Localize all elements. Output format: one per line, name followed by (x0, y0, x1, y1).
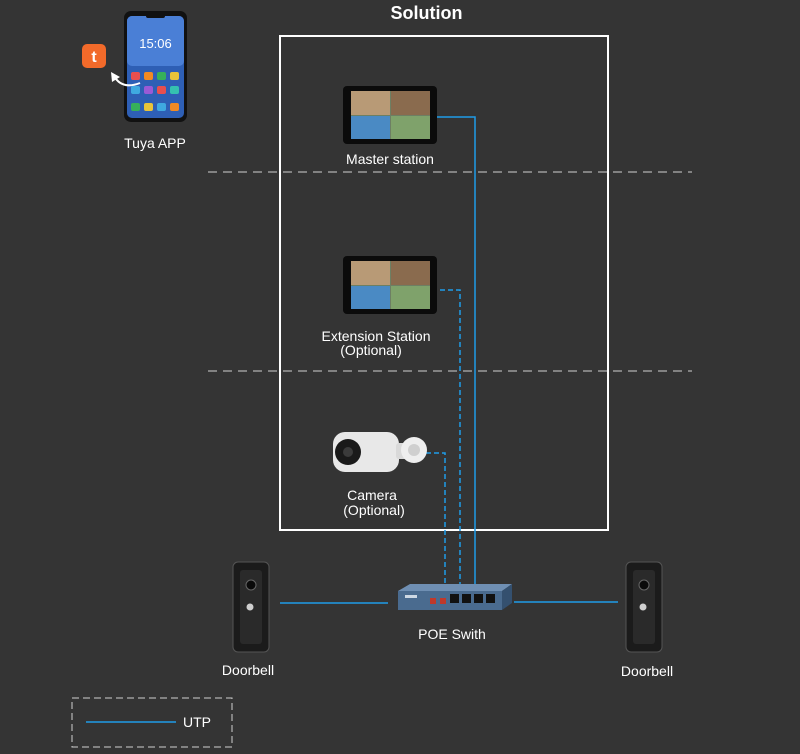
svg-text:t: t (91, 49, 97, 66)
extension-station-label-line1: Extension Station (321, 328, 431, 344)
doorbell-right-label: Doorbell (620, 663, 674, 679)
extension-station-label-line2: (Optional) (340, 342, 402, 358)
solution-frame (279, 35, 609, 531)
utp-cables (280, 116, 618, 604)
master-station-monitor (343, 86, 437, 144)
doorbell-left-device (232, 561, 270, 653)
camera-label-line2: (Optional) (343, 502, 405, 518)
cable-extension (432, 289, 461, 592)
phone-app-grid (131, 72, 179, 111)
legend-box (71, 697, 233, 748)
doorbell-right-device (625, 561, 663, 653)
bullet-camera (333, 432, 427, 472)
arrow-head-icon (111, 72, 120, 82)
poe-switch-label: POE Swith (418, 626, 486, 642)
cable-camera (426, 452, 446, 592)
cable-master (432, 116, 476, 592)
extension-station-monitor (343, 256, 437, 314)
master-station-label: Master station (346, 151, 434, 167)
camera-label-line1: Camera (347, 487, 397, 503)
poe-switch-device (398, 584, 512, 610)
tuya-app-label: Tuya APP (124, 135, 186, 151)
doorbell-left-label: Doorbell (221, 662, 275, 678)
phone-clock: 15:06 (139, 36, 172, 51)
smartphone (124, 11, 187, 122)
legend-utp-label: UTP (183, 714, 211, 730)
page-title: Solution (390, 3, 463, 23)
tuya-app-icon: t (82, 44, 106, 68)
